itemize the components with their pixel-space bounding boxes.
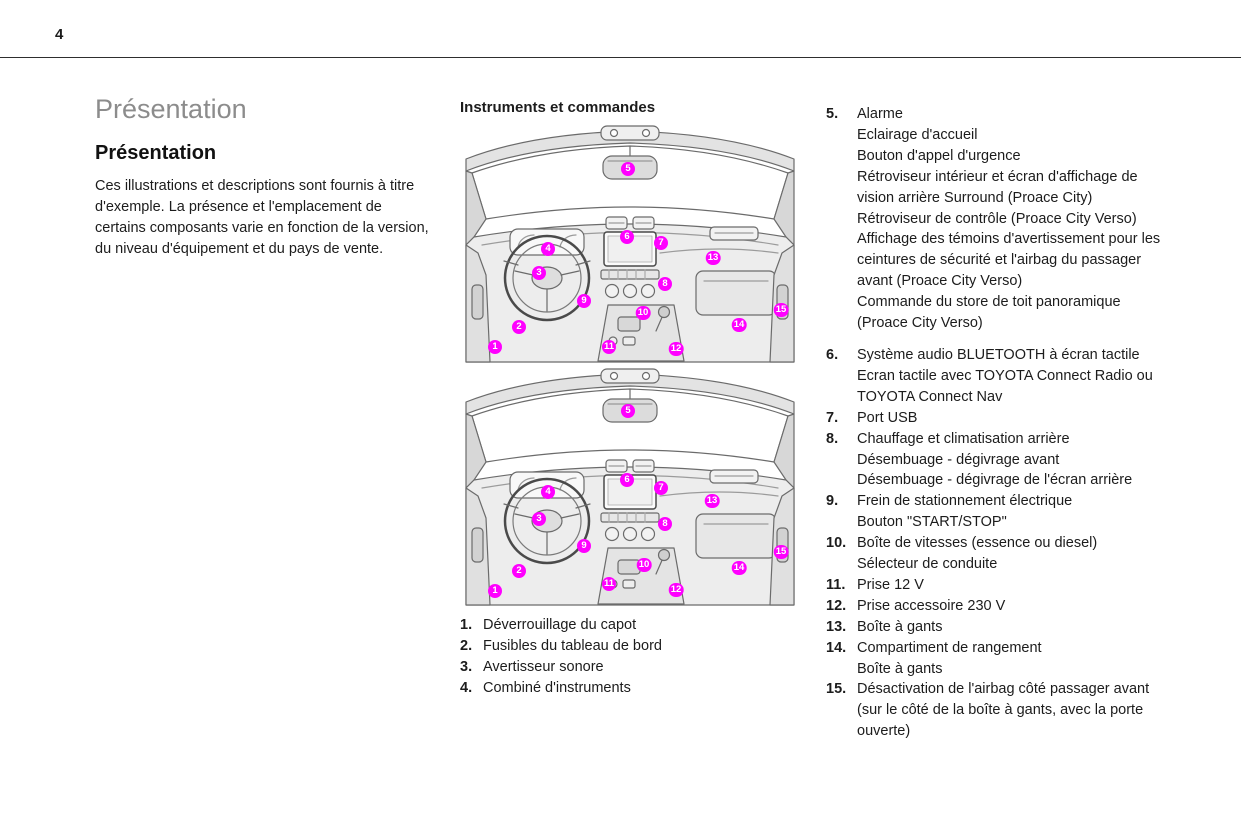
legend-entry-number: 15.: [826, 681, 847, 698]
legend-entry-text: Boîte de vitesses (essence ou diesel) Sé…: [857, 535, 1098, 573]
legend-item-text: Fusibles du tableau de bord: [483, 638, 662, 654]
legend-entry-number: 9.: [826, 493, 839, 510]
legend-entry-number: 7.: [826, 409, 839, 426]
legend-entry-text: Frein de stationnement électrique Bouton…: [857, 493, 1073, 531]
figure-heading: Instruments et commandes: [460, 99, 656, 116]
legend-item-number: 4.: [460, 680, 473, 696]
callout-badge-14: 14: [731, 561, 747, 575]
callout-badge-9: 9: [577, 539, 591, 553]
callout-badge-5: 5: [621, 162, 635, 176]
legend-entry-text: Chauffage et climatisation arrière Désem…: [857, 430, 1133, 489]
callout-badge-13: 13: [704, 494, 720, 508]
chapter-title: Présentation: [95, 94, 247, 124]
callout-badge-5: 5: [621, 404, 635, 418]
legend-entry-number: 8.: [826, 430, 839, 447]
callout-badge-7: 7: [654, 481, 668, 495]
legend-entry: 12. Prise accessoire 230 V: [826, 596, 1162, 617]
callout-badge-7: 7: [654, 236, 668, 250]
callout-badge-15: 15: [773, 545, 789, 559]
legend-entry-number: 11.: [826, 576, 846, 593]
callout-badge-4: 4: [541, 485, 555, 499]
legend-entry: 6. Système audio BLUETOOTH à écran tacti…: [826, 345, 1162, 408]
legend-entry-text: Compartiment de rangement Boîte à gants: [857, 639, 1042, 677]
legend-entry-number: 5.: [826, 106, 839, 122]
callout-badge-9: 9: [577, 294, 591, 308]
legend-entry: 5. Alarme Eclairage d'accueil Bouton d'a…: [826, 104, 1162, 334]
legend-item: 4. Combiné d'instruments: [460, 678, 800, 699]
legend-entry-text: Prise accessoire 230 V: [857, 597, 1006, 614]
page-number: 4: [55, 26, 64, 43]
legend-item-text: Combiné d'instruments: [483, 680, 631, 696]
legend-entry-text: Port USB: [857, 409, 918, 426]
legend-entry-text: Prise 12 V: [857, 576, 924, 593]
legend-item-number: 3.: [460, 659, 473, 675]
callout-badge-12: 12: [668, 342, 684, 356]
callout-badge-10: 10: [636, 558, 652, 572]
top-divider: [0, 57, 1241, 58]
right-column: 5. Alarme Eclairage d'accueil Bouton d'a…: [826, 104, 1162, 742]
legend-item: 1. Déverrouillage du capot: [460, 615, 800, 636]
legend-list-1-4: 1. Déverrouillage du capot 2. Fusibles d…: [460, 615, 800, 699]
legend-entry-text: Désactivation de l'airbag côté passager …: [857, 681, 1150, 740]
legend-entry: 9. Frein de stationnement électrique Bou…: [826, 491, 1162, 533]
legend-entry-text: Alarme Eclairage d'accueil Bouton d'appe…: [857, 106, 1161, 332]
legend-entry-number: 14.: [826, 639, 847, 656]
left-column: Présentation Présentation Ces illustrati…: [95, 94, 430, 260]
callout-badge-2: 2: [512, 564, 526, 578]
callout-badge-1: 1: [488, 340, 502, 354]
intro-paragraph: Ces illustrations et descriptions sont f…: [95, 178, 429, 257]
legend-item: 2. Fusibles du tableau de bord: [460, 636, 800, 657]
legend-item-text: Déverrouillage du capot: [483, 617, 637, 633]
callout-badge-12: 12: [668, 583, 684, 597]
callout-badge-11: 11: [601, 577, 617, 591]
legend-entry-text: Boîte à gants: [857, 618, 943, 635]
callout-badge-11: 11: [601, 340, 617, 354]
legend-entry: 13. Boîte à gants: [826, 617, 1162, 638]
legend-item: 3. Avertisseur sonore: [460, 657, 800, 678]
callout-badge-8: 8: [658, 517, 672, 531]
callout-badge-4: 4: [541, 242, 555, 256]
callout-badge-6: 6: [620, 230, 634, 244]
legend-item-number: 2.: [460, 638, 473, 654]
legend-item-text: Avertisseur sonore: [483, 659, 604, 675]
legend-entry-number: 10.: [826, 535, 847, 552]
callout-badge-8: 8: [658, 277, 672, 291]
callout-badge-14: 14: [731, 318, 747, 332]
callout-badge-6: 6: [620, 473, 634, 487]
callout-badge-2: 2: [512, 320, 526, 334]
callout-badge-1: 1: [488, 584, 502, 598]
callout-badge-3: 3: [532, 266, 546, 280]
legend-entry-number: 6.: [826, 346, 839, 363]
section-subtitle: Présentation: [95, 142, 217, 164]
legend-entry: 11. Prise 12 V: [826, 575, 1162, 596]
legend-entry: 7. Port USB: [826, 408, 1162, 429]
legend-entry-number: 12.: [826, 597, 847, 614]
callout-badge-10: 10: [635, 306, 651, 320]
legend-entry: 15. Désactivation de l'airbag côté passa…: [826, 679, 1162, 742]
legend-entry: 14. Compartiment de rangement Boîte à ga…: [826, 638, 1162, 680]
legend-item-number: 1.: [460, 617, 473, 633]
callout-badge-15: 15: [773, 303, 789, 317]
legend-entry: 8. Chauffage et climatisation arrière Dé…: [826, 429, 1162, 492]
legend-entry-text: Système audio BLUETOOTH à écran tactile …: [857, 346, 1153, 405]
callout-badge-3: 3: [532, 512, 546, 526]
callout-badge-13: 13: [705, 251, 721, 265]
legend-entry-number: 13.: [826, 618, 847, 635]
dashboard-illustration: [464, 124, 796, 364]
legend-entry: 10. Boîte de vitesses (essence ou diesel…: [826, 533, 1162, 575]
